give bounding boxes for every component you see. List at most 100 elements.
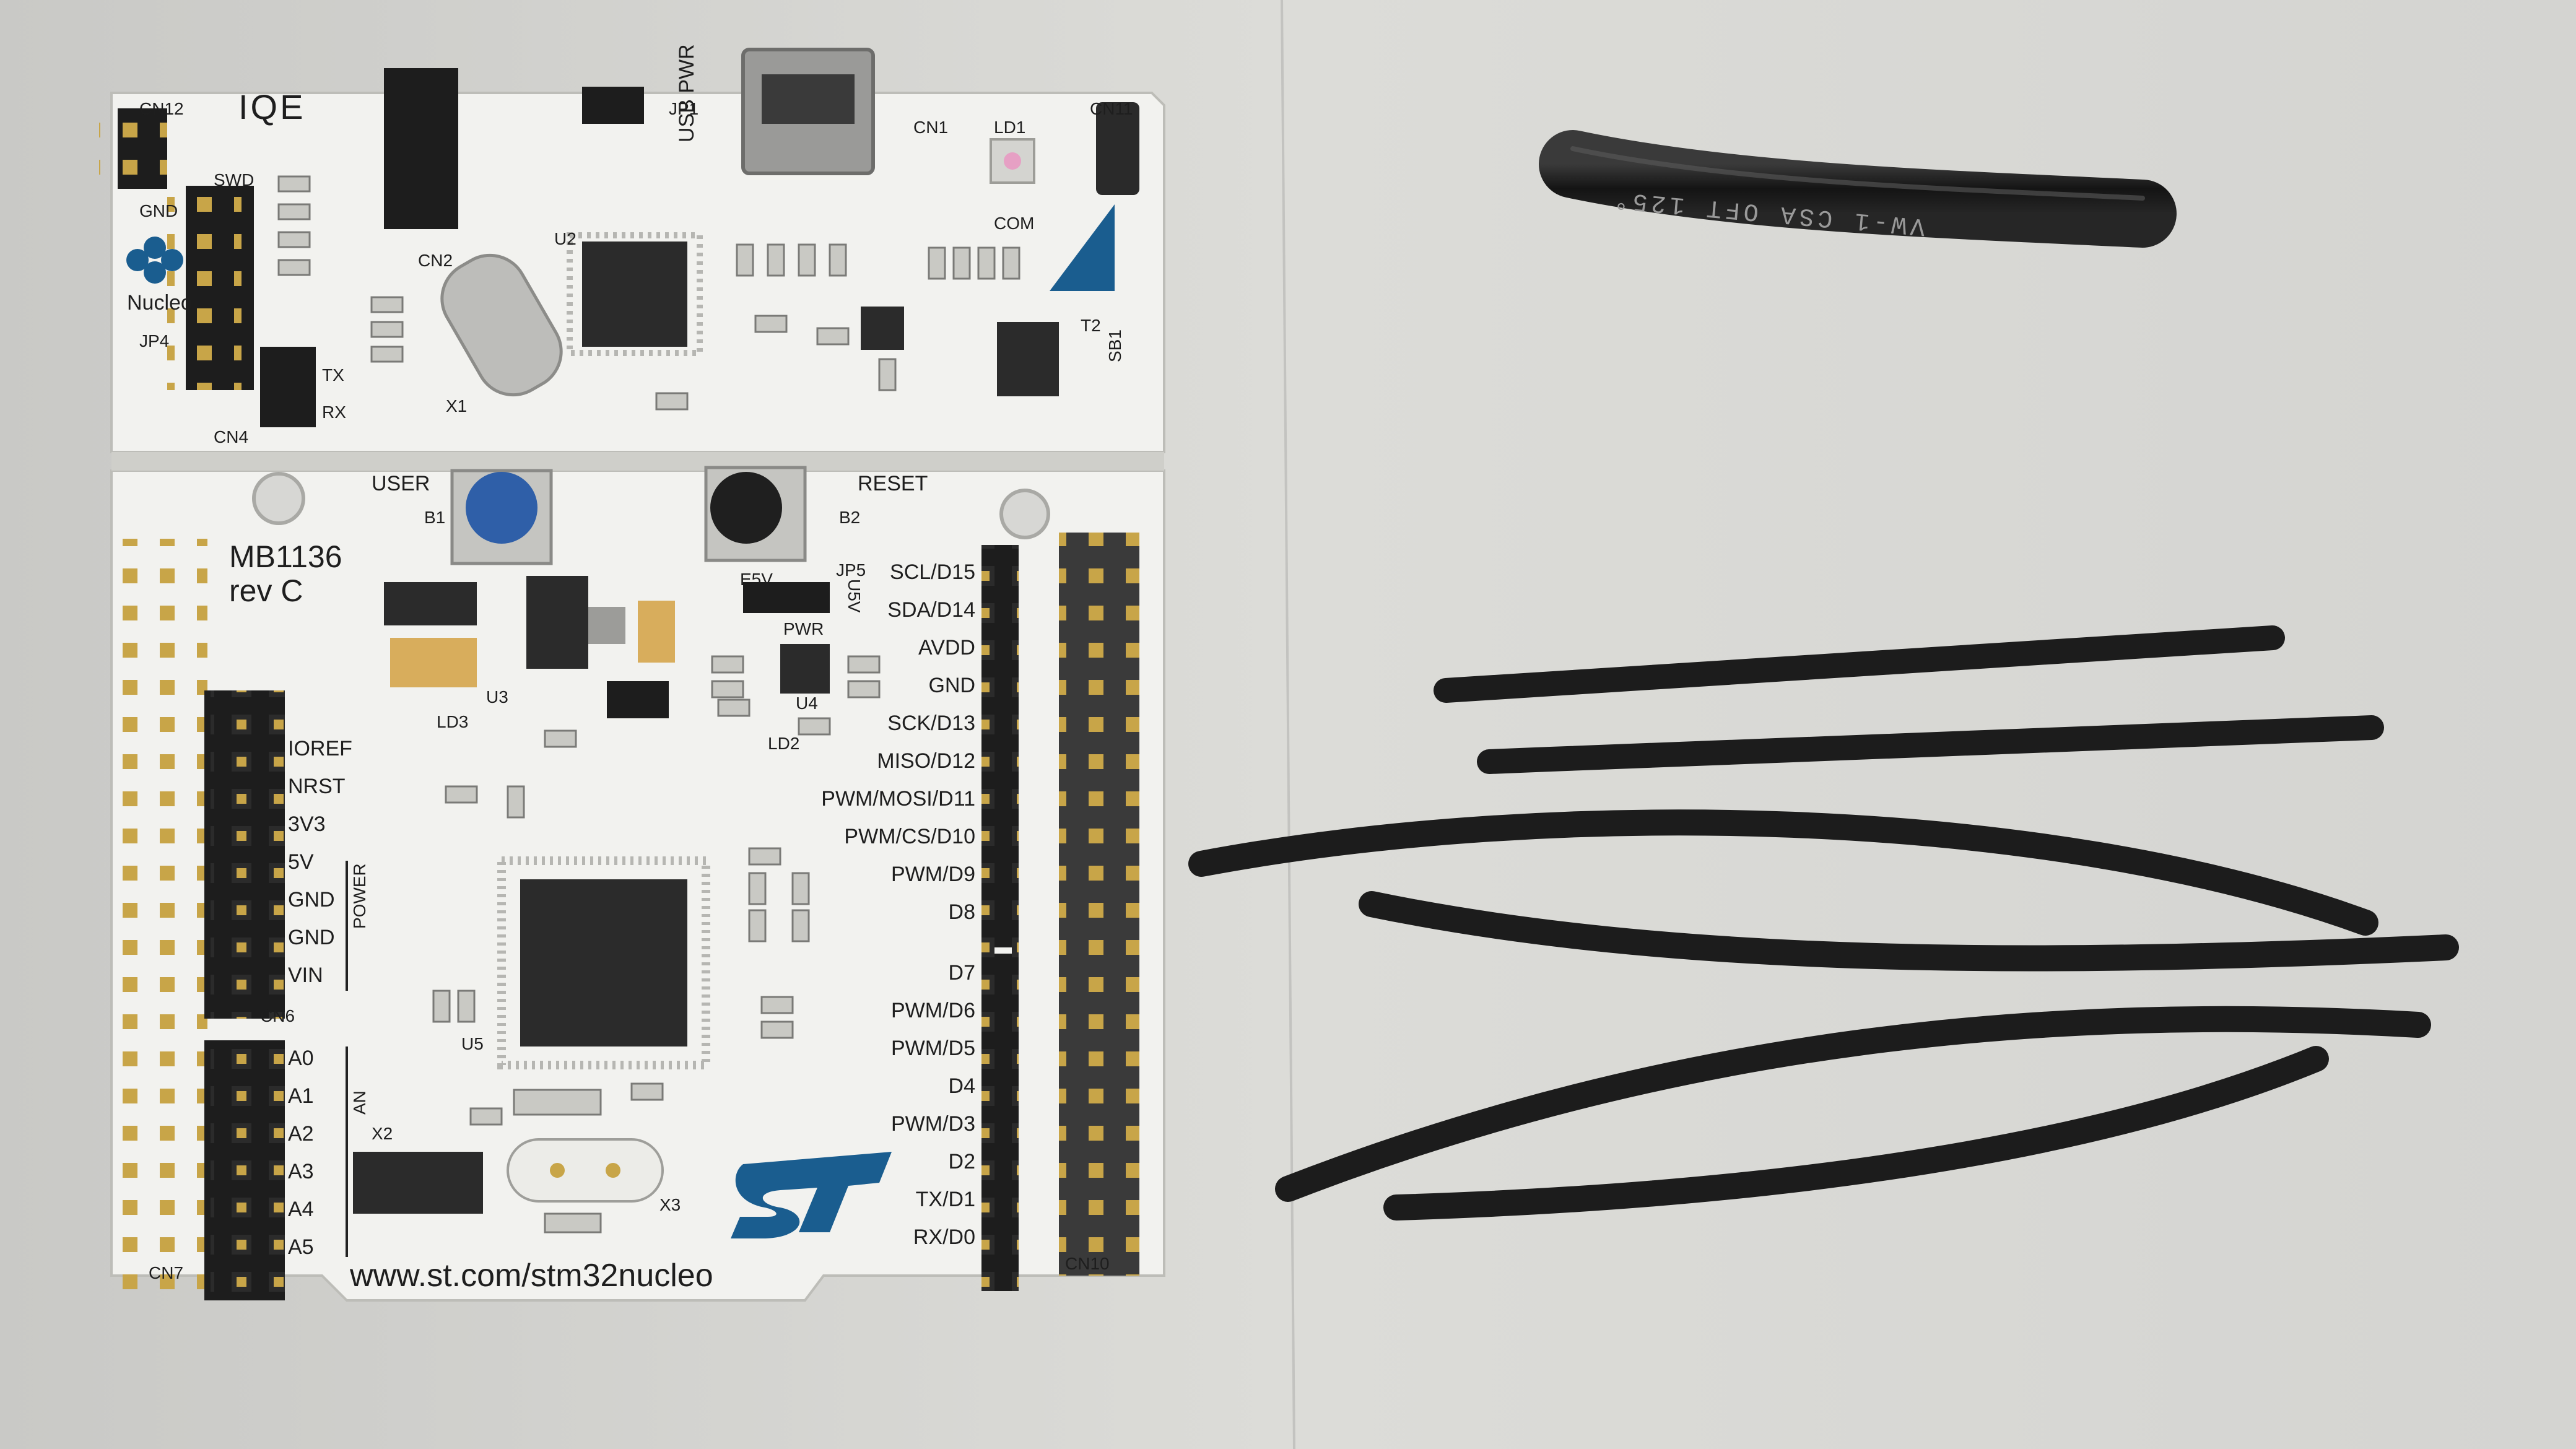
u4-chip [780,644,830,694]
connector-label: SWD [214,170,255,189]
misc-label: RX [322,402,346,422]
smd-components-upper [277,175,1020,411]
misc-label: E5V [740,570,773,589]
connector-label: CN2 [418,251,453,270]
u3-regulator [526,576,588,669]
thin-tube-4 [1359,891,2459,972]
t2-chip [997,322,1059,396]
misc-label: X1 [446,396,468,416]
smd-components-lower [432,655,881,1234]
misc-label: T2 [1081,316,1101,335]
header-label-right: PWM/MOSI/D11 [821,787,975,811]
nucleo-logo-icon [126,237,183,284]
misc-label: U3 [486,687,508,707]
misc-label: Nucleo [127,291,193,315]
header-label-left: GND [288,926,335,949]
header-label-left: 3V3 [288,812,326,836]
reset-button-label: RESET [858,472,928,495]
user-button-label: USER [372,472,430,495]
misc-label: POWER [350,863,369,929]
header-label-left: A2 [288,1122,314,1146]
misc-label: U2 [554,229,577,248]
connector-label: JP1 [669,99,699,118]
thin-tube-1 [1434,625,2285,703]
misc-label: X2 [372,1124,393,1143]
header-label-left: VIN [288,964,323,987]
cn7-pins [108,539,207,1300]
header-label-right: PWM/D5 [891,1037,975,1060]
nucleo-board [99,48,1165,1302]
connector-label: CN10 [1065,1254,1110,1273]
header-label-right: AVDD [918,636,975,659]
thick-heat-shrink-tube [1539,130,2177,248]
header-label-right: RX/D0 [913,1225,975,1249]
header-label-right: SCK/D13 [887,711,975,735]
capacitor-c17 [638,601,675,663]
connector-label: CN4 [214,427,249,446]
reset-button[interactable] [710,472,782,544]
misc-label: U5 [461,1034,484,1053]
misc-label: PWR [783,619,824,638]
header-label-right: MISO/D12 [877,749,975,773]
board-model: MB1136 [229,539,342,574]
crystal-x3 [507,1138,664,1203]
header-label-right: D4 [948,1074,975,1098]
mount-hole [999,489,1050,539]
jp5-jumper [743,582,830,613]
connector-label: CN11 [1090,99,1133,118]
connector-label: CN7 [149,1263,184,1282]
u1-regulator [861,307,904,350]
header-label-left: A1 [288,1084,314,1108]
swd-pins [167,186,242,390]
header-label-right: D7 [948,961,975,985]
paper-fold-line [1281,0,1295,1449]
cn6-holes [211,690,285,1019]
misc-label: AN [350,1090,369,1115]
header-label-right: PWM/D3 [891,1112,975,1136]
cn11-header [1096,102,1139,195]
connector-label: JP4 [139,331,170,350]
right-arduino-holes [981,545,1019,1291]
misc-label: U4 [796,694,818,713]
header-label-right: GND [928,674,975,697]
thin-tube-2 [1477,715,2384,774]
connector-label: CN6 [260,1006,295,1025]
board-revision: rev C [229,573,303,608]
header-label-left: NRST [288,775,346,798]
connector-label: CN12 [139,99,184,118]
header-label-left: IOREF [288,737,352,760]
capacitor-c16 [390,638,477,687]
cn10-pins [1059,533,1139,1276]
cn2-jumper-block [384,68,458,229]
board-break-line [111,452,1164,471]
header-label-right: TX/D1 [915,1188,975,1211]
cn8-holes [211,1040,285,1300]
jp6-jumper [607,681,669,718]
header-label-right: SDA/D14 [887,598,975,622]
crystal-x1 [440,253,563,397]
header-label-right: PWM/D6 [891,999,975,1022]
misc-label: B1 [424,508,446,527]
misc-label: TX [322,365,344,385]
crystal-x2 [353,1152,483,1214]
header-label-left: A3 [288,1160,314,1183]
st-brand-text: ST [904,1170,905,1171]
jp1-jumper [582,87,644,124]
misc-label: U5V [845,579,864,613]
header-label-right: PWM/CS/D10 [844,825,975,848]
header-label-left: A5 [288,1235,314,1259]
heat-shrink-tubes [1188,130,2459,1221]
esd-warning-icon [1050,204,1115,291]
header-label-right: D8 [948,900,975,924]
st-logo-icon [731,1152,892,1238]
diode-d4 [384,582,477,625]
header-label-right: PWM/D9 [891,863,975,886]
thin-tube-3 [1188,809,2378,936]
misc-label: LD2 [768,734,800,753]
misc-label: SB1 [1105,329,1125,362]
led-ld1 [990,138,1035,184]
misc-label: B2 [839,508,861,527]
user-button[interactable] [466,472,537,544]
thin-tube-5 [1275,1006,2431,1202]
